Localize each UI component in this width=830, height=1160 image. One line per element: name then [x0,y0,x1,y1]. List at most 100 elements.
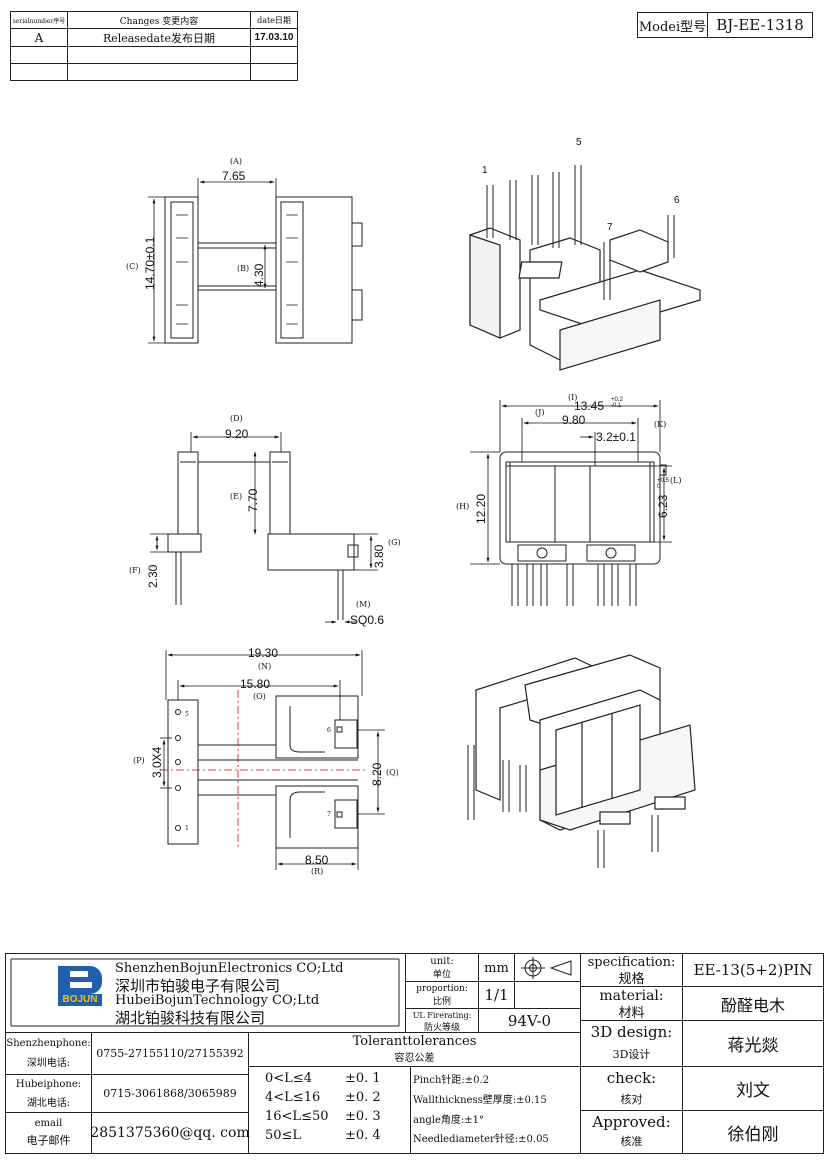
iso-pin-1: 1 [482,165,488,176]
serial-header: serialnumber序号 [12,17,66,25]
dim-G: 3.80 [372,544,386,568]
iso-pin-6: 6 [674,195,680,206]
fire-label-cn: 防火等级 [423,1022,460,1033]
model-label: Modei型号 [638,19,707,35]
label-H: (H) [456,502,470,511]
dim-J: 9.80 [562,413,586,427]
label-M: (M) [356,600,371,609]
drawing-canvas [148,165,701,870]
dim-I-tolerance: +0.2 -0.1 [611,397,623,409]
label-N: (N) [258,662,272,671]
dim-E: 7.70 [246,488,260,512]
dim-I: 13.45 [574,399,605,413]
company-en-2: HubeiBojunTechnology CO;Ltd [115,993,320,1008]
contact-value-1: 0715-3061868/3065989 [103,1087,237,1100]
dim-R: 8.50 [305,853,329,867]
unit-label-cn: 单位 [432,969,451,980]
isometric-view-top [469,165,701,371]
logo-bar-top [70,971,88,977]
bojun-logo: BOJUN [58,966,102,1006]
dim-M: SQ0.6 [350,613,385,627]
dimension-labels: (A) 7.65 (B) 4.30 (C) 14.70±0.1 (D) 9.20… [126,137,682,876]
material-value: 酚醛电木 [720,995,785,1015]
label-B: (B) [237,264,250,273]
spec-label-en: specification: [587,954,676,970]
spec-label-cn: 规格 [618,971,645,987]
iso-pin-7: 7 [607,222,613,233]
label-C: (C) [126,262,139,271]
bottom-pin-7: 7 [327,811,331,818]
check-label-cn: 核对 [620,1093,643,1106]
label-D: (D) [230,414,243,423]
contact-label-cn-1: 湖北电话: [26,1097,71,1109]
projection-symbol-icon [521,957,572,979]
tolerance-range-0: 0<L≤4 [265,1071,312,1086]
tolerance-range-3: 50≤L [265,1128,302,1143]
dim-K: 3.2±0.1 [596,430,636,444]
contact-value-0: 0755-27155110/27155392 [96,1047,244,1060]
model-box-frame [637,12,813,38]
unit-label-en: unit: [430,955,454,967]
bottom-pin-1: 1 [185,825,189,832]
approved-label-cn: 核准 [620,1135,643,1148]
approved-value: 徐伯刚 [727,1124,779,1145]
design3d-label-cn: 3D设计 [612,1048,651,1061]
dim-F: 2.30 [146,564,160,588]
tolerance-range-2: 16<L≤50 [265,1109,329,1124]
isometric-view-bottom [467,654,696,868]
bottom-pin-6: 6 [327,727,331,734]
label-J: (J) [535,408,545,417]
material-label-cn: 材料 [618,1006,645,1021]
dim-L-tol-lower: 0 [657,484,661,490]
dim-L-tolerance: +0.5 0 [657,478,669,490]
company-en-1: ShenzhenBojunElectronics CO;Ltd [115,961,344,976]
tolerance-value-2: ±0. 3 [345,1109,381,1124]
label-F: (F) [129,566,141,575]
dim-Q: 8.20 [370,762,384,786]
label-E: (E) [230,492,243,501]
dim-I-tol-upper: +0.2 [611,397,623,403]
tolerance-value-0: ±0. 1 [345,1071,381,1086]
side-view-drawing [499,451,667,606]
dim-B: 4.30 [252,263,266,287]
revision-serial: A [34,30,44,45]
proportion-label-cn: 比例 [432,997,451,1007]
design3d-label-en: 3D design: [590,1023,673,1041]
contact-label-en-1: Hubeiphone: [15,1078,82,1090]
label-I: (I) [568,393,578,402]
bottom-pin-5: 5 [185,711,189,718]
bottom-view-drawing [167,695,359,849]
tolerance-title-cn: 容忍公差 [394,1052,435,1064]
model-number: BJ-EE-1318 [716,16,804,34]
material-label-en: material: [599,987,664,1004]
dim-H: 12.20 [474,493,488,524]
tolerance-note-2: angle角度:±1° [413,1115,485,1126]
proportion-label-en: proportion: [416,983,468,994]
label-Q: (Q) [386,768,399,777]
revision-table-grid [10,11,298,81]
label-L: (L) [670,476,682,485]
unit-value: mm [484,960,509,976]
contact-label-cn-2: 电子邮件 [26,1134,71,1147]
proportion-value: 1/1 [484,986,509,1004]
dim-A: 7.65 [222,169,246,183]
dim-O: 15.80 [240,677,271,691]
spec-value: EE-13(5+2)PIN [693,961,813,979]
dim-N: 19.30 [248,646,279,660]
contact-label-en-0: Shenzhenphone: [6,1037,91,1049]
label-R: (R) [311,867,324,876]
check-value: 刘文 [736,1081,770,1101]
label-O: (O) [253,692,266,701]
tolerance-note-0: Pinch针距:±0.2 [413,1075,490,1086]
tolerance-title-en: Toleranttolerances [352,1034,477,1049]
tolerance-value-3: ±0. 4 [345,1128,381,1143]
fire-value: 94V-0 [507,1011,552,1030]
contact-label-cn-0: 深圳电话: [26,1057,71,1069]
tolerance-note-1: Wallthickness壁厚度:±0.15 [413,1095,547,1106]
design3d-value: 蒋光燚 [727,1036,779,1056]
label-A: (A) [230,157,243,166]
check-label-en: check: [606,1069,657,1087]
company-cn-2: 湖北铂骏科技有限公司 [115,1009,266,1027]
logo-shape [58,966,102,994]
dim-I-tol-lower: -0.1 [611,403,622,409]
